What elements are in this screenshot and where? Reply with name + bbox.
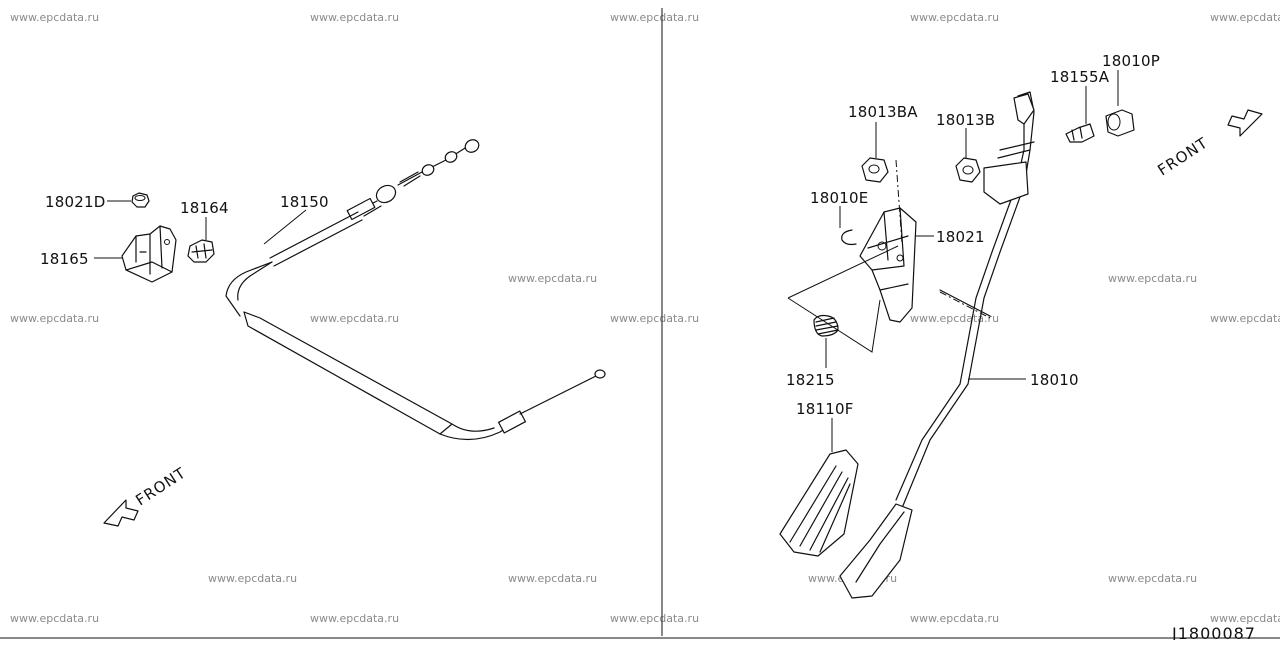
- part-label-18010E: 18010E: [810, 189, 868, 207]
- part-18021D-nut: [131, 192, 150, 208]
- watermark: www.epcdata.ru: [1210, 11, 1280, 24]
- watermark: www.epcdata.ru: [10, 11, 99, 24]
- watermark: www.epcdata.ru: [508, 572, 597, 585]
- leader-18150: [263, 209, 307, 245]
- watermark: www.epcdata.ru: [310, 312, 399, 325]
- mounting-plate-outline: [787, 245, 899, 353]
- watermark: www.epcdata.ru: [610, 312, 699, 325]
- part-18155A-bolt: [1065, 123, 1095, 143]
- part-label-18013BA: 18013BA: [848, 103, 918, 121]
- watermark: www.epcdata.ru: [1108, 572, 1197, 585]
- watermark: www.epcdata.ru: [310, 11, 399, 24]
- diagram-code: J1800087: [1171, 624, 1256, 640]
- front-label-left: FRONT: [132, 464, 189, 510]
- front-arrow-icon: [1227, 109, 1263, 137]
- watermark: www.epcdata.ru: [310, 612, 399, 625]
- part-18010-pedal-arm: [839, 91, 1035, 599]
- part-label-18150: 18150: [280, 193, 329, 211]
- watermark: www.epcdata.ru: [910, 11, 999, 24]
- watermark: www.epcdata.ru: [1210, 312, 1280, 325]
- part-label-18110F: 18110F: [796, 400, 854, 418]
- front-arrow-icon: [103, 499, 139, 527]
- part-18021-bracket: [859, 207, 917, 323]
- watermark: www.epcdata.ru: [208, 572, 297, 585]
- part-18215-spring: [813, 314, 839, 337]
- front-arrow-left: FRONT: [103, 464, 189, 527]
- watermark: www.epcdata.ru: [508, 272, 597, 285]
- part-label-18021: 18021: [936, 228, 985, 246]
- part-18010P-cap: [1105, 109, 1135, 137]
- part-18165-bracket: [121, 225, 177, 283]
- watermark: www.epcdata.ru: [1210, 612, 1280, 625]
- front-label-right: FRONT: [1154, 134, 1211, 180]
- part-18010E-clip: [841, 229, 857, 246]
- watermark: www.epcdata.ru: [610, 612, 699, 625]
- part-18150-cable: [225, 139, 606, 441]
- watermarks: www.epcdata.ru www.epcdata.ru www.epcdat…: [10, 11, 1280, 625]
- watermark: www.epcdata.ru: [10, 312, 99, 325]
- part-label-18010P: 18010P: [1102, 52, 1160, 70]
- part-18013B-nut: [955, 157, 981, 183]
- part-label-18165: 18165: [40, 250, 89, 268]
- part-18164-clip: [187, 239, 215, 263]
- dashed-centerline-18013BA: [895, 159, 903, 245]
- watermark: www.epcdata.ru: [910, 612, 999, 625]
- watermark: www.epcdata.ru: [910, 312, 999, 325]
- part-label-18010: 18010: [1030, 371, 1079, 389]
- part-label-18215: 18215: [786, 371, 835, 389]
- part-18110F-pedal-pad: [779, 449, 859, 557]
- watermark: www.epcdata.ru: [610, 11, 699, 24]
- watermark: www.epcdata.ru: [10, 612, 99, 625]
- part-label-18155A: 18155A: [1050, 68, 1110, 86]
- part-label-18164: 18164: [180, 199, 229, 217]
- part-18013BA-nut: [861, 157, 889, 183]
- part-label-18013B: 18013B: [936, 111, 995, 129]
- watermark: www.epcdata.ru: [1108, 272, 1197, 285]
- front-arrow-right: FRONT: [1154, 109, 1263, 180]
- part-label-18021D: 18021D: [45, 193, 105, 211]
